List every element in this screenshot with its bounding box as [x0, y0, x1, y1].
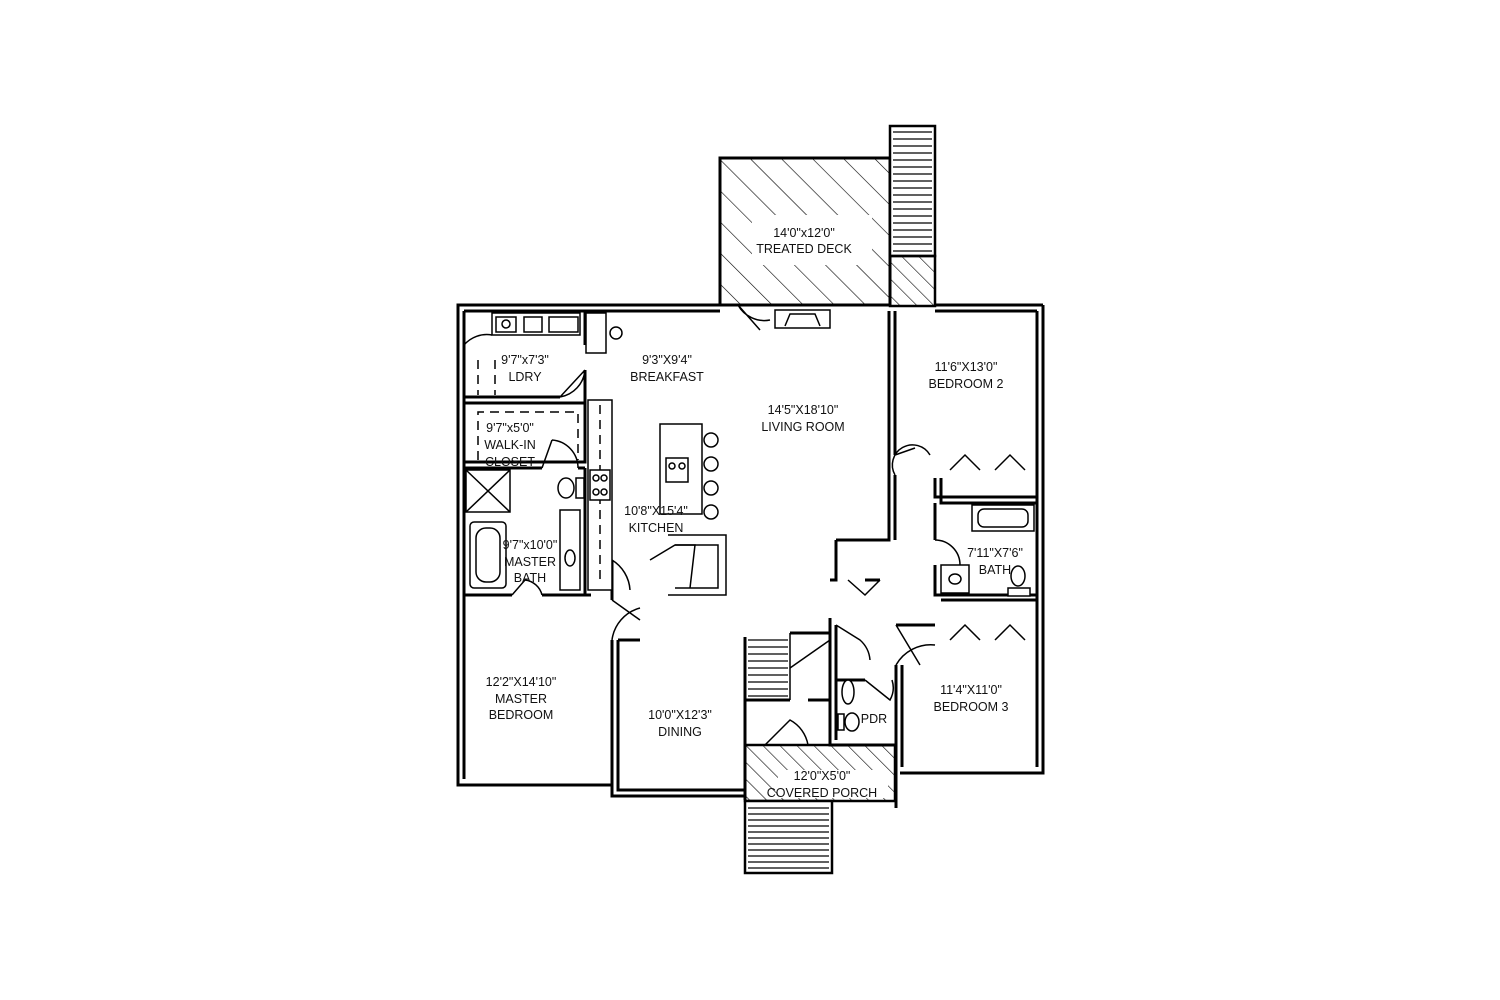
bedroom-2-name: BEDROOM 2 [928, 377, 1003, 391]
dining-name: DINING [658, 725, 702, 739]
master-bedroom-name-1: MASTER [495, 692, 547, 706]
deck-stairs [888, 124, 937, 308]
porch-name: COVERED PORCH [767, 786, 877, 800]
dining-size: 10'0"X12'3" [648, 708, 712, 722]
room-labels: 14'0"x12'0" TREATED DECK 9'3"X9'4" BREAK… [484, 226, 1023, 800]
porch-size: 12'0"X5'0" [794, 769, 851, 783]
bath-size: 7'11"X7'6" [967, 546, 1023, 560]
breakfast-name: BREAKFAST [630, 370, 704, 384]
powder-room-name: PDR [861, 712, 887, 726]
porch-stairs [743, 799, 834, 875]
laundry-size: 9'7"x7'3" [501, 353, 549, 367]
walk-in-closet-name-1: WALK-IN [484, 438, 536, 452]
kitchen-size: 10'8"X15'4" [624, 504, 688, 518]
kitchen-name: KITCHEN [629, 521, 684, 535]
interior-stairs [748, 633, 831, 700]
doors [463, 304, 1026, 746]
bedroom-3-size: 11'4"X11'0" [940, 683, 1002, 697]
living-room-size: 14'5"X18'10" [768, 403, 839, 417]
treated-deck [718, 156, 892, 307]
master-bedroom-size: 12'2"X14'10" [486, 675, 557, 689]
deck-name: TREATED DECK [756, 242, 852, 256]
master-bedroom-name-2: BEDROOM [489, 708, 554, 722]
master-bath-name-2: BATH [514, 571, 546, 585]
living-room-name: LIVING ROOM [761, 420, 844, 434]
walk-in-closet-name-2: CLOSET [485, 455, 535, 469]
breakfast-size: 9'3"X9'4" [642, 353, 692, 367]
master-bath-size: 9'7"x10'0" [503, 538, 558, 552]
bedroom-2-size: 11'6"X13'0" [935, 360, 998, 374]
walk-in-closet-size: 9'7"x5'0" [486, 421, 534, 435]
fixtures [465, 309, 1035, 732]
bedroom-3-name: BEDROOM 3 [933, 700, 1008, 714]
covered-porch [743, 743, 897, 803]
laundry-name: LDRY [508, 370, 542, 384]
bath-name: BATH [979, 563, 1011, 577]
deck-size: 14'0"x12'0" [773, 226, 835, 240]
master-bath-name-1: MASTER [504, 555, 556, 569]
